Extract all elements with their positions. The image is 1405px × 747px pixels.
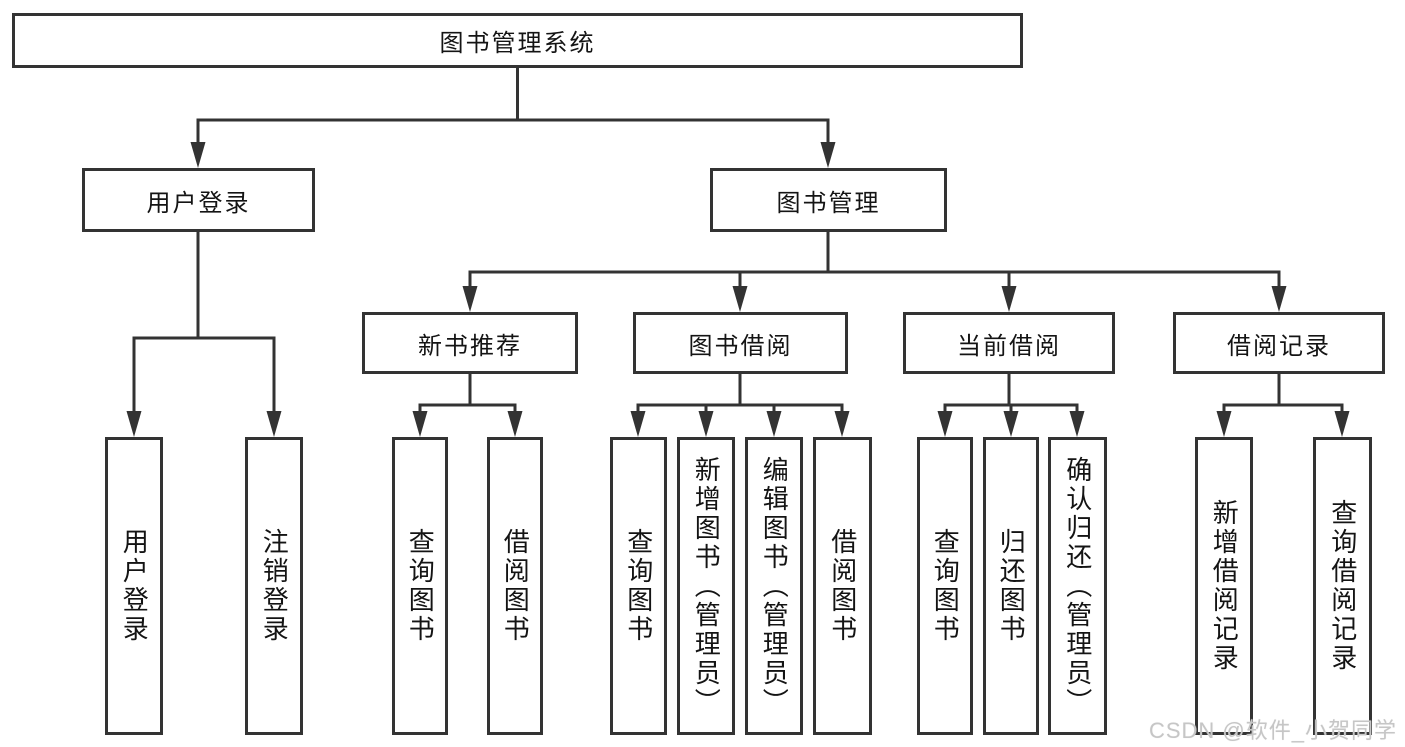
leaf-query-book-1: 查询图书	[392, 437, 448, 735]
node-book-management-label: 图书管理	[776, 189, 881, 217]
node-new-book-recommend-label: 新书推荐	[418, 332, 522, 360]
node-book-management: 图书管理	[710, 168, 947, 232]
node-new-book-recommend: 新书推荐	[362, 312, 578, 374]
node-book-borrow-label: 图书借阅	[688, 332, 793, 360]
leaf-add-borrow-record-label: 新增借阅记录	[1209, 499, 1240, 673]
leaf-edit-book-admin-label: 编辑图书（管理员）	[759, 455, 790, 717]
leaf-query-book-3-label: 查询图书	[930, 528, 961, 644]
leaf-borrow-book-1-label: 借阅图书	[500, 528, 531, 644]
connector-paths	[132, 68, 1344, 415]
leaf-query-book-2-label: 查询图书	[623, 528, 654, 644]
node-root: 图书管理系统	[12, 13, 1023, 68]
node-borrow-record-label: 借阅记录	[1227, 332, 1331, 360]
node-user-login-label: 用户登录	[146, 189, 251, 217]
arrowheads	[126, 142, 1350, 437]
leaf-return-book: 归还图书	[983, 437, 1039, 735]
leaf-return-book-label: 归还图书	[996, 528, 1027, 644]
leaf-confirm-return-admin: 确认归还（管理员）	[1048, 437, 1107, 735]
leaf-query-borrow-record: 查询借阅记录	[1313, 437, 1372, 735]
node-borrow-record: 借阅记录	[1173, 312, 1385, 374]
leaf-user-login-label: 用户登录	[119, 528, 150, 644]
leaf-logout-label: 注销登录	[259, 528, 290, 644]
leaf-borrow-book-1: 借阅图书	[487, 437, 543, 735]
leaf-query-book-2: 查询图书	[610, 437, 667, 735]
leaf-edit-book-admin: 编辑图书（管理员）	[745, 437, 803, 735]
leaf-borrow-book-2: 借阅图书	[813, 437, 872, 735]
leaf-add-book-admin: 新增图书（管理员）	[677, 437, 735, 735]
leaf-confirm-return-admin-label: 确认归还（管理员）	[1062, 455, 1093, 717]
leaf-query-book-3: 查询图书	[917, 437, 973, 735]
node-current-borrow-label: 当前借阅	[957, 332, 1061, 360]
leaf-query-book-1-label: 查询图书	[405, 528, 436, 644]
leaf-logout: 注销登录	[245, 437, 303, 735]
node-current-borrow: 当前借阅	[903, 312, 1115, 374]
leaf-query-borrow-record-label: 查询借阅记录	[1327, 499, 1358, 673]
leaf-add-borrow-record: 新增借阅记录	[1195, 437, 1253, 735]
leaf-add-book-admin-label: 新增图书（管理员）	[691, 455, 722, 717]
node-user-login: 用户登录	[82, 168, 315, 232]
csdn-watermark: CSDN @软件_小贺同学	[1148, 718, 1397, 743]
leaf-borrow-book-2-label: 借阅图书	[827, 528, 858, 644]
leaf-user-login: 用户登录	[105, 437, 163, 735]
node-root-label: 图书管理系统	[439, 30, 596, 57]
node-book-borrow: 图书借阅	[633, 312, 848, 374]
